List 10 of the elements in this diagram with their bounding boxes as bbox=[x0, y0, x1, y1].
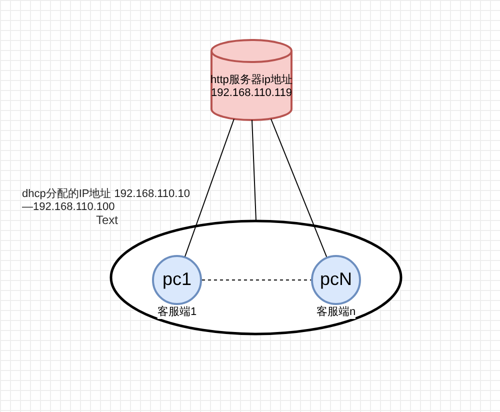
client-label: pcN bbox=[318, 269, 353, 289]
client-name-label: 客服端n bbox=[316, 306, 356, 319]
placeholder-label: Text bbox=[96, 214, 118, 227]
client-label: pc1 bbox=[161, 269, 193, 289]
client-name-label: 客服端1 bbox=[157, 306, 197, 319]
connector bbox=[252, 120, 256, 220]
server-address-label: http服务器ip地址 192.168.110.119 bbox=[210, 74, 293, 100]
connector bbox=[270, 118, 328, 258]
connector bbox=[184, 118, 234, 257]
note-label: dhcp分配的IP地址 192.168.110.10—192.168.110.100 bbox=[22, 188, 191, 214]
